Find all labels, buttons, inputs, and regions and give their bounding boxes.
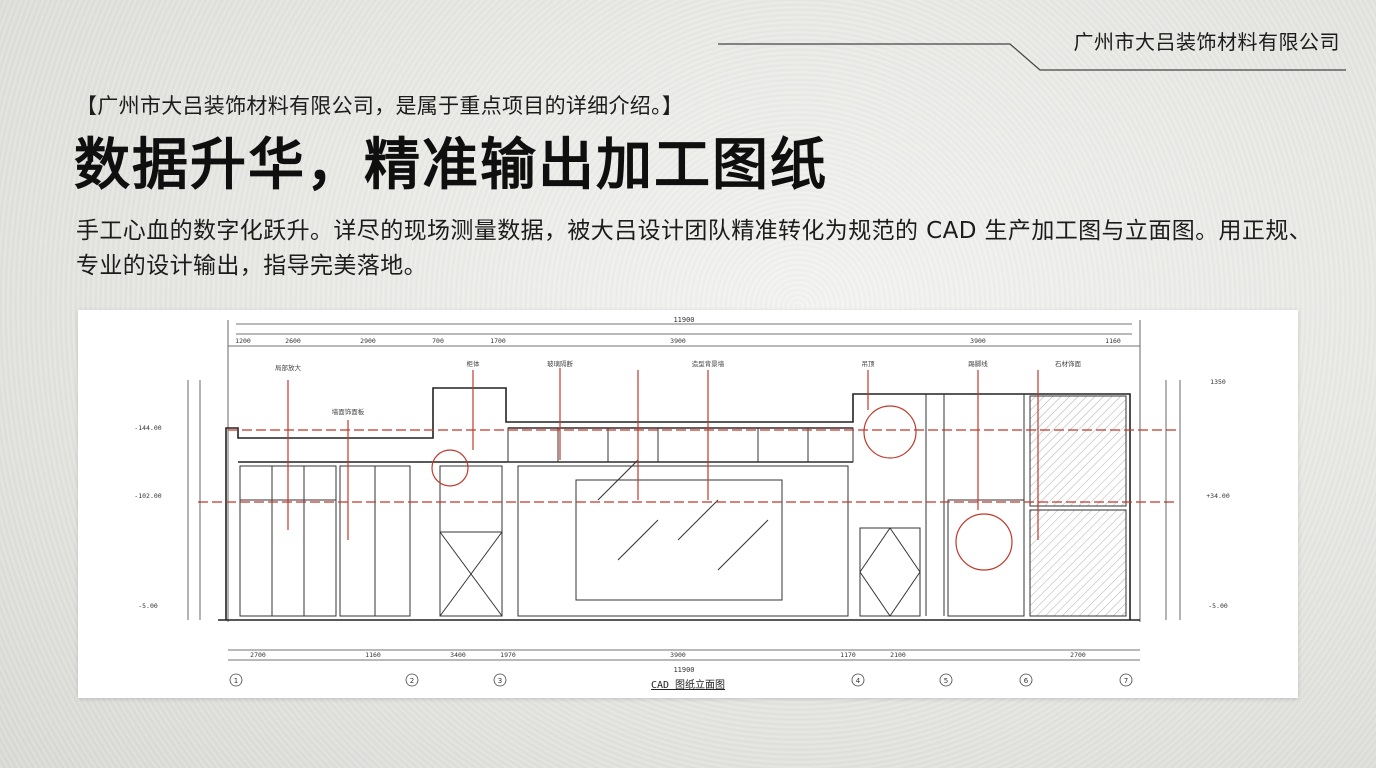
bottom-dimension-label: 2700 (250, 651, 266, 659)
axis-bubble (493, 673, 507, 687)
top-dimension-label: 700 (432, 337, 444, 345)
callout-label: 局部放大 (275, 363, 302, 372)
right-level-label: -5.00 (1208, 602, 1228, 610)
page-subtitle: 【广州市大吕装饰材料有限公司，是属于重点项目的详细介绍。】 (76, 94, 684, 118)
axis-markers: 1 2 3 4 5 6 7 (229, 673, 1133, 687)
top-dimension-label: 3900 (670, 337, 686, 345)
left-level-label: -5.00 (138, 602, 158, 610)
top-dimension-lines (227, 320, 1141, 622)
total-dimension-top: 11900 (673, 316, 694, 324)
axis-bubble (1019, 673, 1033, 687)
dimension-labels: 1200 2600 2900 700 1700 3900 3900 1160 2700 1160 3… (134, 337, 1230, 659)
axis-label: 4 (856, 677, 861, 685)
axis-label: 7 (1124, 677, 1128, 685)
axis-label: 3 (498, 677, 502, 685)
bottom-dimension-label: 1970 (500, 651, 516, 659)
left-level-label: -102.00 (134, 492, 161, 500)
right-level-label: 1350 (1210, 378, 1226, 386)
top-dimension-label: 2900 (360, 337, 376, 345)
callout-label: 玻璃隔断 (547, 359, 574, 368)
callout-label: 墙面饰面板 (332, 407, 365, 416)
bottom-dimension-label: 2100 (890, 651, 906, 659)
cad-drawing-panel: 1 2 3 4 5 6 7 1200 2600 2900 700 1700 3900 3900 1160 2… (78, 310, 1298, 698)
axis-label: 5 (944, 677, 948, 685)
header-company-name: 广州市大吕装饰材料有限公司 (1073, 30, 1340, 54)
page-description: 手工心血的数字化跃升。详尽的现场测量数据，被大吕设计团队精准转化为规范的 CAD… (76, 218, 1313, 279)
callout-label: 石材饰面 (1055, 359, 1082, 368)
elevation-outline (218, 387, 1140, 621)
bottom-dimension-label: 2700 (1070, 651, 1086, 659)
drawing-caption: CAD 图纸立面图 (651, 678, 725, 691)
top-dimension-label: 1200 (235, 337, 251, 345)
axis-bubble (405, 673, 419, 687)
axis-bubble (229, 673, 243, 687)
callout-label: 造型背景墙 (692, 359, 725, 368)
axis-bubble (1119, 673, 1133, 687)
total-dimension-bottom: 11900 (673, 666, 694, 674)
callout-label: 吊顶 (862, 360, 876, 368)
axis-label: 2 (410, 677, 414, 685)
red-callout-markers (198, 368, 1178, 571)
axis-label: 6 (1024, 677, 1029, 685)
right-section (859, 394, 1127, 617)
bottom-dimension-label: 3400 (450, 651, 466, 659)
bottom-dimension-label: 3900 (670, 651, 686, 659)
bottom-dimension-label: 1160 (365, 651, 381, 659)
axis-bubble (851, 673, 865, 687)
top-dimension-label: 1700 (490, 337, 506, 345)
top-dimension-label: 2600 (285, 337, 301, 345)
axis-label: 1 (234, 677, 238, 685)
cad-elevation-drawing: 1 2 3 4 5 6 7 1200 2600 2900 700 1700 3900 3900 1160 2… (134, 316, 1230, 691)
bottom-dimension-label: 1170 (840, 651, 856, 659)
left-cabinets (239, 465, 503, 617)
left-level-label: -144.00 (134, 424, 161, 432)
page-title: 数据升华，精准输出加工图纸 (74, 133, 828, 198)
axis-bubble (939, 673, 953, 687)
callout-label: 柜体 (467, 359, 481, 368)
side-level-lines (187, 380, 1181, 620)
bottom-dimension-lines (228, 649, 1140, 661)
callout-label: 踢脚线 (968, 359, 988, 368)
right-level-label: +34.00 (1206, 492, 1230, 500)
center-feature-wall (507, 427, 854, 617)
top-dimension-label: 1160 (1105, 337, 1121, 345)
header-divider-line (718, 43, 1346, 71)
top-dimension-label: 3900 (970, 337, 986, 345)
